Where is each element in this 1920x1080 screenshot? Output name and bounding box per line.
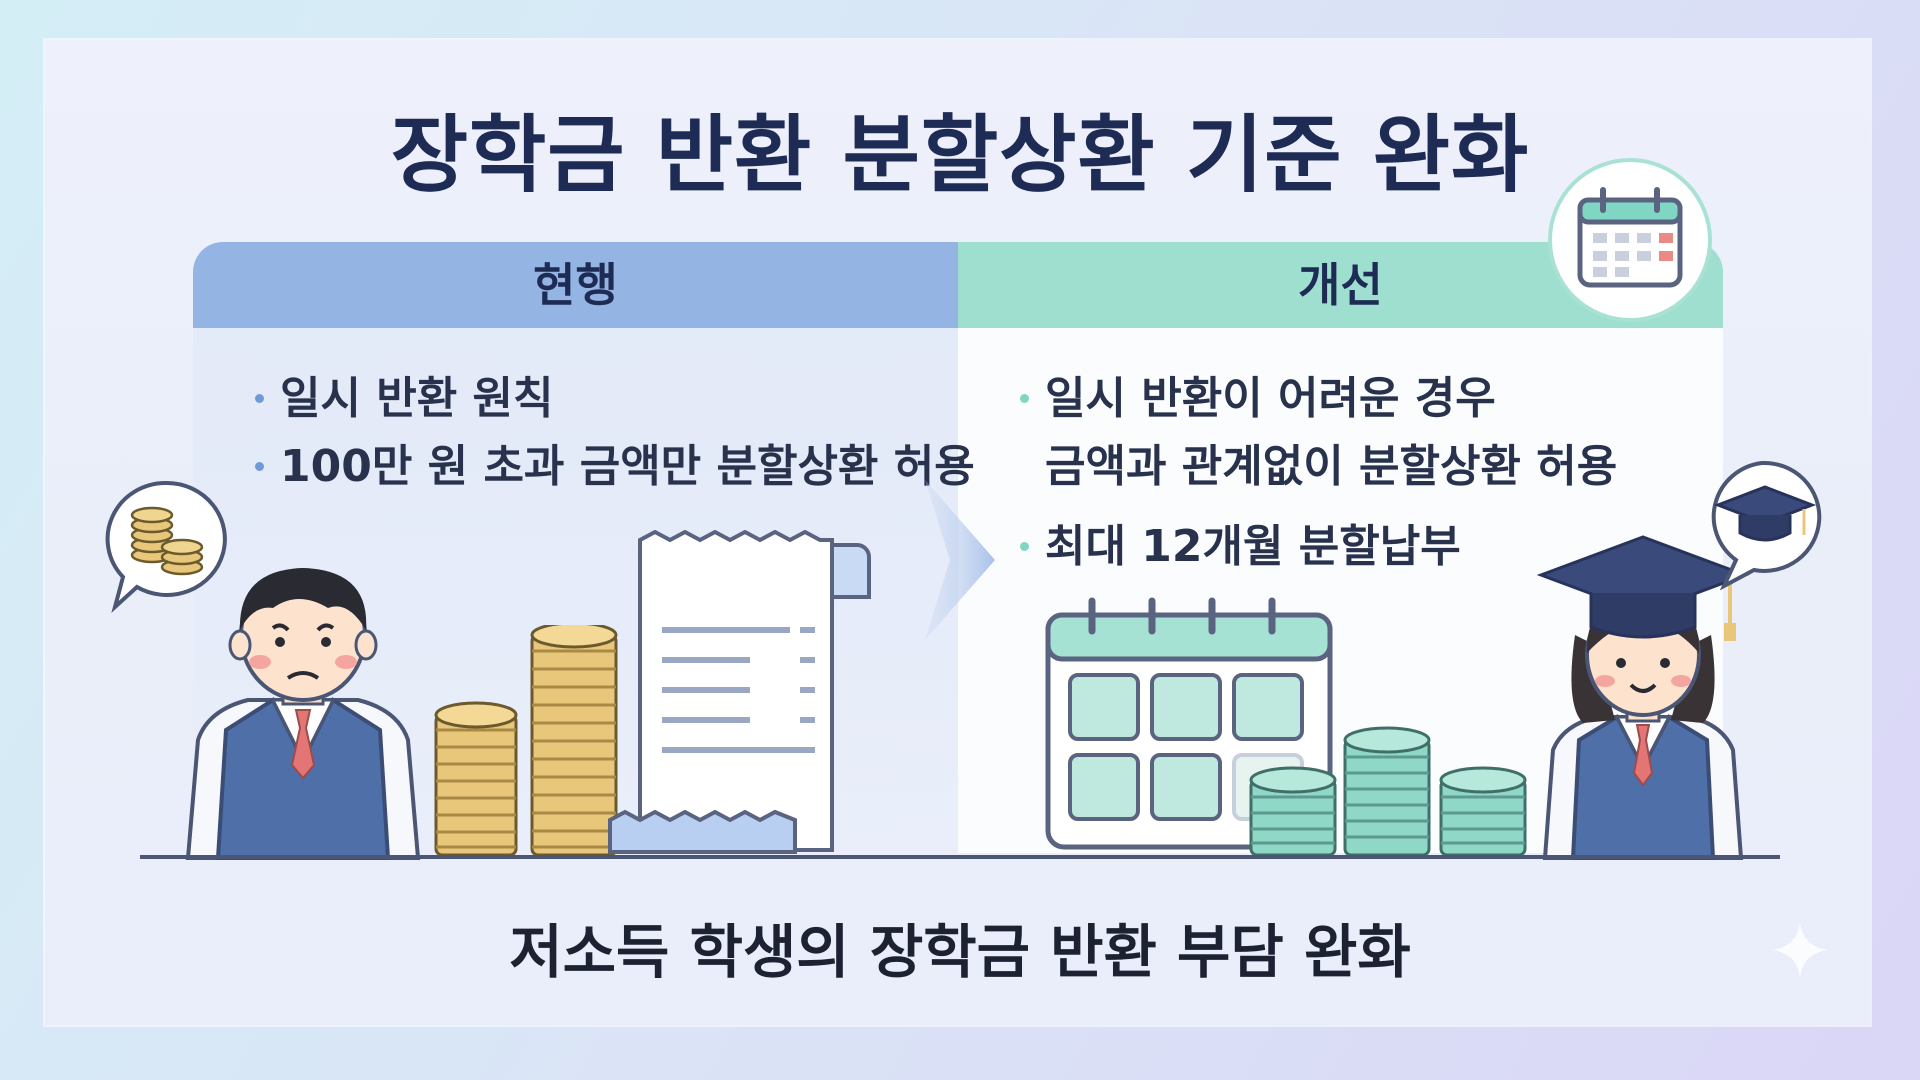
gold-coin-stacks-icon [434, 625, 618, 857]
bullet-dot [1020, 541, 1029, 551]
improved-bullet-1: 일시 반환이 어려운 경우 [1020, 362, 1496, 426]
monthly-calendar-icon [1045, 597, 1333, 850]
receipt-icon [608, 530, 871, 854]
bullet-dot [255, 393, 264, 403]
bullet-dot [255, 461, 264, 471]
current-bullet-1: 일시 반환 원칙 [255, 362, 554, 426]
current-bullet-2: 100만 원 초과 금액만 분할상환 허용 [255, 430, 975, 494]
main-title: 장학금 반환 분할상환 기준 완화 [390, 106, 1530, 204]
improved-bullet-2: 최대 12개월 분할납부 [1020, 510, 1461, 574]
coins-speech-bubble-icon [105, 480, 227, 614]
current-header: 현행 [193, 242, 958, 328]
footer-caption: 저소득 학생의 장학금 반환 부담 완화 [509, 918, 1411, 986]
sparkle-icon [1772, 922, 1828, 978]
teal-coin-stacks-icon [1249, 726, 1527, 857]
graduation-cap-speech-bubble-icon [1711, 460, 1822, 590]
worried-student-icon [185, 568, 421, 860]
calendar-badge-icon [1548, 158, 1712, 322]
graduate-student-icon [1536, 535, 1750, 860]
arrow-right-icon [925, 480, 995, 640]
bullet-dot [1020, 393, 1029, 403]
improved-bullet-1-continued: 금액과 관계없이 분할상환 허용 [1045, 441, 1618, 492]
ground-line [140, 855, 1780, 859]
